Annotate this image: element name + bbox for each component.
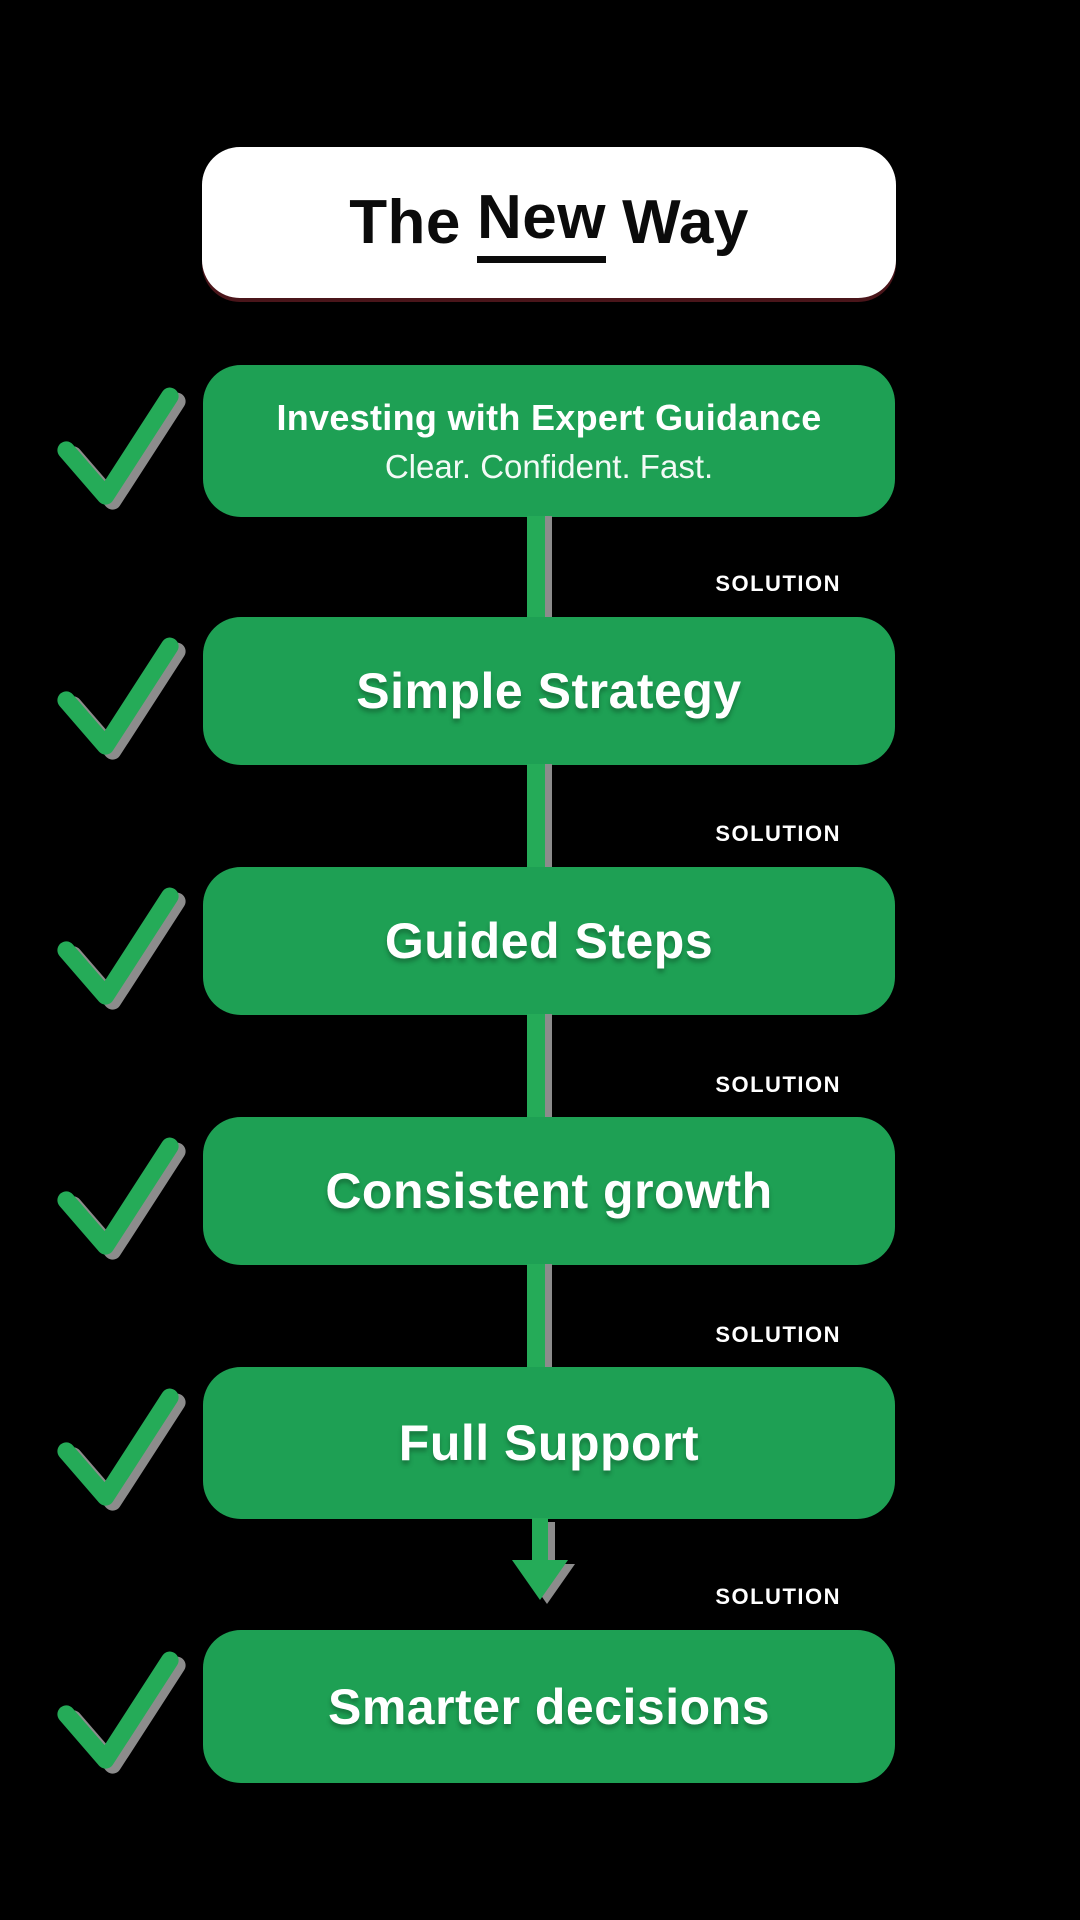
solution-label: SOLUTION xyxy=(715,821,841,846)
solution-label: SOLUTION xyxy=(715,1072,841,1097)
flow-box-title: Simple Strategy xyxy=(356,663,742,719)
flow-box-consistent-growth: Consistent growth xyxy=(203,1117,895,1265)
title-suffix: Way xyxy=(622,188,749,257)
flow-box-title: Investing with Expert Guidance xyxy=(276,396,822,438)
checkmark-icon xyxy=(57,1136,179,1255)
connector-bar xyxy=(527,764,545,868)
flow-box-full-support: Full Support xyxy=(203,1367,895,1519)
title-card: The New Way xyxy=(202,147,896,298)
solution-label: SOLUTION xyxy=(715,1584,841,1609)
solution-label: SOLUTION xyxy=(715,571,841,596)
flow-box-guided-steps: Guided Steps xyxy=(203,867,895,1015)
flow-box-title: Consistent growth xyxy=(325,1163,773,1219)
checkmark-icon xyxy=(57,386,179,505)
flow-box-smarter-decisions: Smarter decisions xyxy=(203,1630,895,1783)
title-highlight-underlined: New xyxy=(477,182,607,263)
solution-label: SOLUTION xyxy=(715,1322,841,1347)
connector-bar xyxy=(527,1014,545,1118)
flow-box-title: Smarter decisions xyxy=(327,1678,771,1735)
title-prefix: The xyxy=(349,188,461,257)
flow-box-simple-strategy: Simple Strategy xyxy=(203,617,895,765)
checkmark-icon xyxy=(57,1387,179,1506)
arrow-down-icon xyxy=(506,1516,574,1602)
flow-box-investing: Investing with Expert Guidance Clear. Co… xyxy=(203,365,895,517)
connector-bar xyxy=(527,516,545,619)
flow-box-title: Guided Steps xyxy=(384,913,714,969)
flow-box-title: Full Support xyxy=(398,1415,700,1471)
checkmark-icon xyxy=(57,1650,179,1769)
checkmark-icon xyxy=(57,636,179,755)
checkmark-icon xyxy=(57,886,179,1005)
flow-box-subtitle: Clear. Confident. Fast. xyxy=(384,447,714,485)
connector-bar xyxy=(527,1264,545,1368)
